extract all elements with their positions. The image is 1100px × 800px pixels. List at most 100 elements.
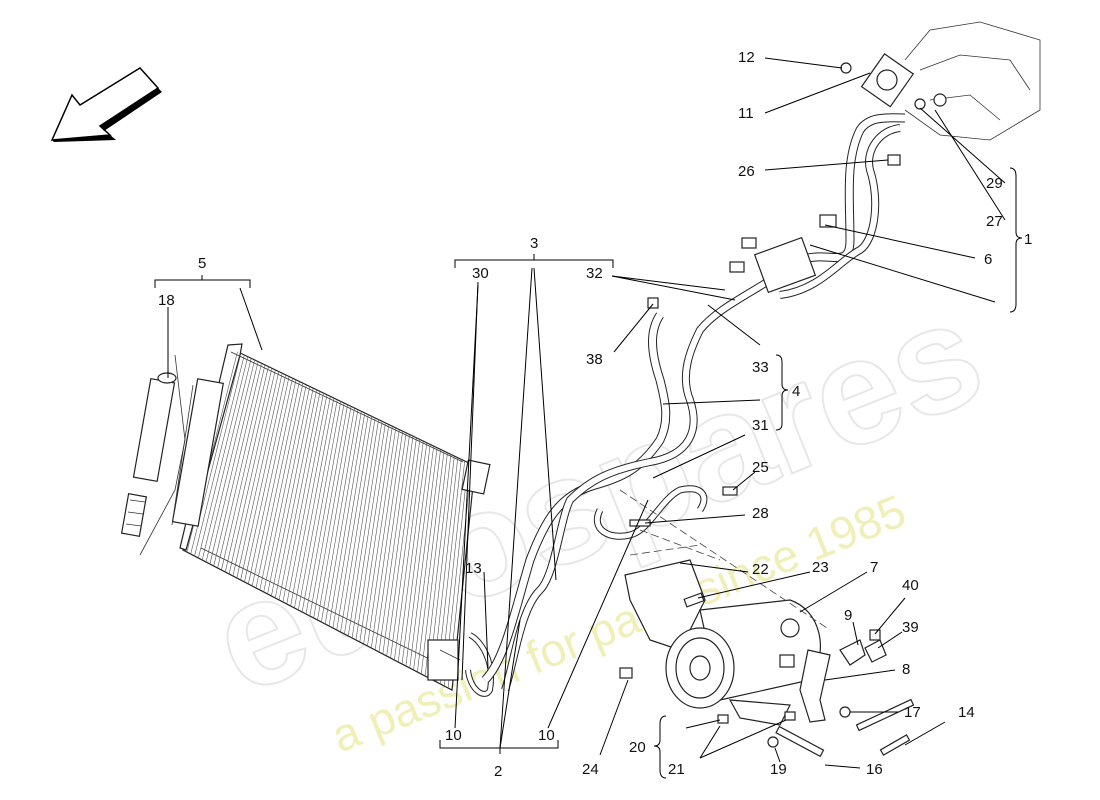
callout-16: 16 [866, 761, 883, 778]
condenser-fin [359, 426, 393, 643]
condenser-fin [374, 432, 407, 651]
condenser-fin [240, 374, 286, 581]
condenser-fin [213, 363, 262, 567]
condenser-fin [282, 393, 324, 603]
condenser-fin [363, 427, 397, 645]
direction-arrow-icon [50, 67, 162, 142]
condenser-fin [405, 446, 434, 667]
callout-11: 11 [738, 105, 754, 122]
callout-19: 19 [770, 761, 787, 778]
condenser-fin [332, 414, 369, 629]
callout-29: 29 [986, 175, 1003, 192]
condenser-fin [194, 354, 245, 557]
condenser-fin [424, 454, 452, 677]
condenser-fin [255, 381, 300, 589]
condenser-fin [420, 452, 448, 675]
leader-lines [167, 57, 1006, 769]
callout-30: 30 [472, 265, 489, 282]
condenser-fin [340, 417, 376, 633]
callout-17: 17 [904, 704, 921, 721]
receiver-drier [120, 354, 186, 556]
condenser-fin [324, 411, 362, 625]
condenser-fin [313, 406, 352, 619]
callout-32: 32 [586, 265, 603, 282]
callout-18: 18 [158, 292, 175, 309]
condenser-fin [217, 364, 266, 569]
condenser-fin [347, 421, 383, 637]
callout-22: 22 [752, 561, 769, 578]
condenser-fin [409, 447, 438, 669]
condenser-fin [198, 356, 249, 559]
condenser-fin [224, 368, 273, 573]
condenser-fin [378, 434, 410, 653]
callout-21: 21 [668, 761, 685, 778]
callout-33: 33 [752, 359, 769, 376]
callout-24: 24 [582, 761, 599, 778]
condenser-fin [390, 439, 421, 659]
condenser-fin [228, 369, 276, 575]
callout-40: 40 [902, 577, 919, 594]
condenser-fin [294, 398, 335, 609]
condenser-fin [382, 436, 414, 655]
condenser-fin [209, 361, 259, 565]
compressor [624, 559, 831, 726]
condenser-fin [232, 371, 280, 577]
condenser-fin [336, 416, 373, 631]
callout-25: 25 [752, 459, 769, 476]
expansion-valve-block [729, 214, 837, 294]
callout-8: 8 [902, 661, 910, 678]
callout-1: 1 [1024, 231, 1032, 248]
condenser-fin [286, 394, 328, 605]
callout-12: 12 [738, 49, 755, 66]
condenser-fin [344, 419, 379, 635]
condenser-fin [309, 404, 348, 617]
callout-13: 13 [465, 560, 482, 577]
condenser-fin [259, 383, 304, 591]
condenser-fin [401, 444, 431, 665]
condenser-fin [351, 422, 386, 639]
callout-39: 39 [902, 619, 919, 636]
fasteners [619, 62, 915, 758]
condenser-fin [267, 386, 311, 595]
callout-26: 26 [738, 163, 755, 180]
condenser-fin [244, 376, 290, 583]
condenser-fin [201, 358, 252, 561]
condenser-fin [278, 391, 321, 601]
callout-numbers: 1 2 3 4 5 6 7 8 9 10 10 11 12 13 14 16 1… [158, 49, 1032, 780]
callout-20: 20 [629, 739, 646, 756]
condenser-fin [305, 402, 345, 615]
condenser-fin [386, 437, 417, 657]
condenser-fin [274, 389, 317, 599]
condenser-fin [248, 378, 293, 585]
callout-4: 4 [792, 383, 800, 400]
callout-9: 9 [844, 607, 852, 624]
callout-6: 6 [984, 251, 992, 268]
condenser-fin [263, 384, 307, 593]
callout-31: 31 [752, 417, 769, 434]
condenser-fin [371, 431, 403, 649]
condenser-fin [221, 366, 269, 571]
condenser-fin [397, 442, 428, 663]
condenser-fin [236, 373, 283, 579]
condenser-fin [321, 409, 359, 623]
callout-7: 7 [870, 559, 878, 576]
condenser-fin [251, 379, 297, 587]
condenser-fin [367, 429, 400, 647]
condenser-fin [355, 424, 390, 641]
condenser-fin [413, 449, 441, 671]
condenser-fin [394, 441, 424, 661]
callout-14: 14 [958, 704, 975, 721]
condenser-fin [290, 396, 331, 607]
evaporator-housing [860, 21, 1041, 141]
condenser-fin [328, 412, 366, 627]
condenser-fin [417, 451, 445, 673]
callout-10-left: 10 [445, 727, 462, 744]
condenser-fin [297, 399, 338, 611]
alignment-lines [619, 489, 831, 631]
callout-38: 38 [586, 351, 603, 368]
callout-27: 27 [986, 213, 1003, 230]
condenser-fin [205, 359, 255, 563]
condenser-side-tank [171, 378, 225, 527]
group-brackets [154, 167, 1023, 779]
callout-2: 2 [494, 763, 502, 780]
